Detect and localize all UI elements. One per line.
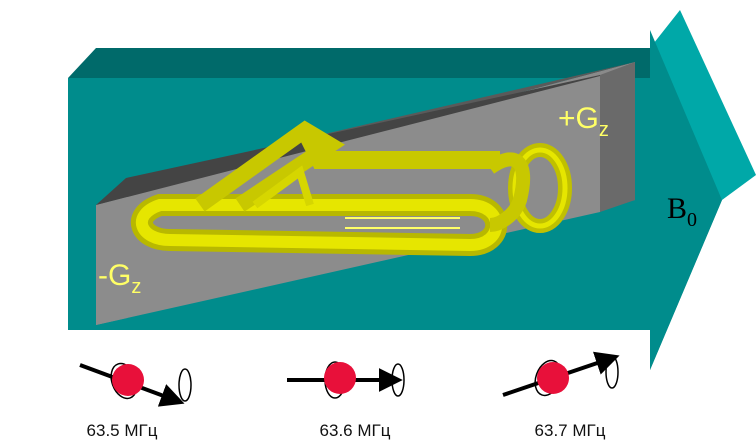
- gradient-coil: [131, 120, 572, 257]
- proton: [112, 364, 144, 396]
- frequency-label-1: 63.5 МГц: [86, 421, 158, 440]
- proton: [537, 362, 569, 394]
- spin-3: [502, 351, 620, 397]
- gradient-positive-label: +Gz: [558, 102, 609, 141]
- spin-2: [287, 361, 405, 399]
- spin-1: [79, 362, 192, 407]
- gradient-negative-label: -Gz: [98, 259, 141, 298]
- frequency-label-3: 63.7 МГц: [534, 421, 606, 440]
- frequency-label-2: 63.6 МГц: [319, 421, 391, 440]
- b0-label: B0: [667, 192, 697, 231]
- proton: [324, 362, 356, 394]
